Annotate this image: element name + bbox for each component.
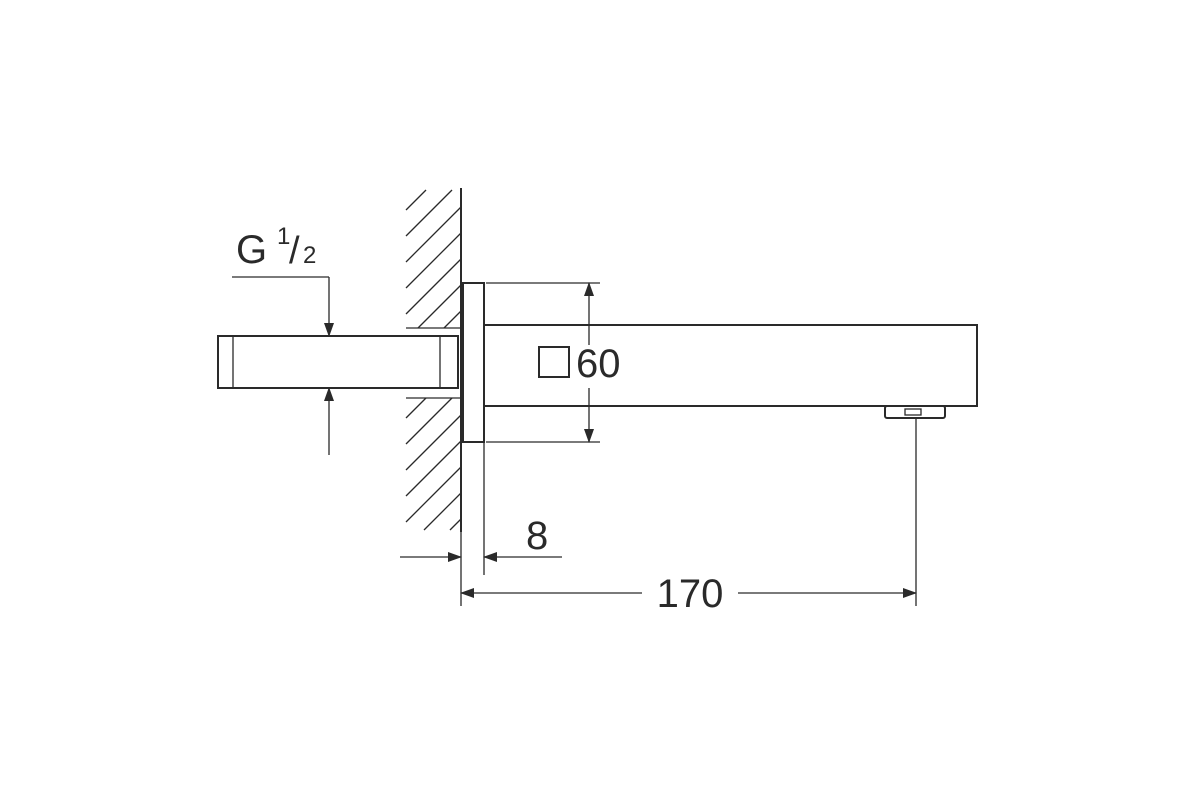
hatch-line xyxy=(405,414,462,471)
square-size-label: 60 xyxy=(576,342,621,386)
aerator-outlet xyxy=(884,405,946,419)
thread-label-denominator: 2 xyxy=(303,242,316,269)
hatch-line xyxy=(449,518,462,531)
projection-dimension: 170 xyxy=(460,418,917,616)
hatch-line xyxy=(405,206,462,263)
wall xyxy=(405,188,462,532)
thread-label-letter: G xyxy=(236,228,267,272)
threaded-connector xyxy=(217,327,461,399)
wall-rosette xyxy=(462,282,485,443)
hatch-line xyxy=(405,397,453,445)
square-section-icon xyxy=(538,346,570,378)
hatch-line xyxy=(443,310,462,329)
rosette-depth-label: 8 xyxy=(526,514,548,558)
rosette-depth-dimension: 8 xyxy=(400,442,562,575)
hatch-line xyxy=(405,189,453,237)
spout-body xyxy=(484,324,978,419)
hatch-line xyxy=(405,232,462,289)
hatch-line xyxy=(405,189,427,211)
square-section-dimension: 60 xyxy=(486,282,621,443)
hatch-line xyxy=(405,397,427,419)
wall-hatching xyxy=(405,189,462,531)
thread-label-slash: / xyxy=(289,230,300,272)
hatch-line xyxy=(417,284,462,329)
connector-body xyxy=(217,335,459,389)
thread-dimension: G 1 / 2 xyxy=(232,223,334,455)
projection-label: 170 xyxy=(657,572,724,616)
hatch-line xyxy=(405,466,462,523)
spout-outline xyxy=(484,324,978,407)
hatch-line xyxy=(405,258,462,315)
hatch-line xyxy=(405,440,462,497)
aerator-center xyxy=(904,408,922,416)
thread-label-numerator: 1 xyxy=(277,223,290,250)
hatch-line xyxy=(423,492,462,531)
